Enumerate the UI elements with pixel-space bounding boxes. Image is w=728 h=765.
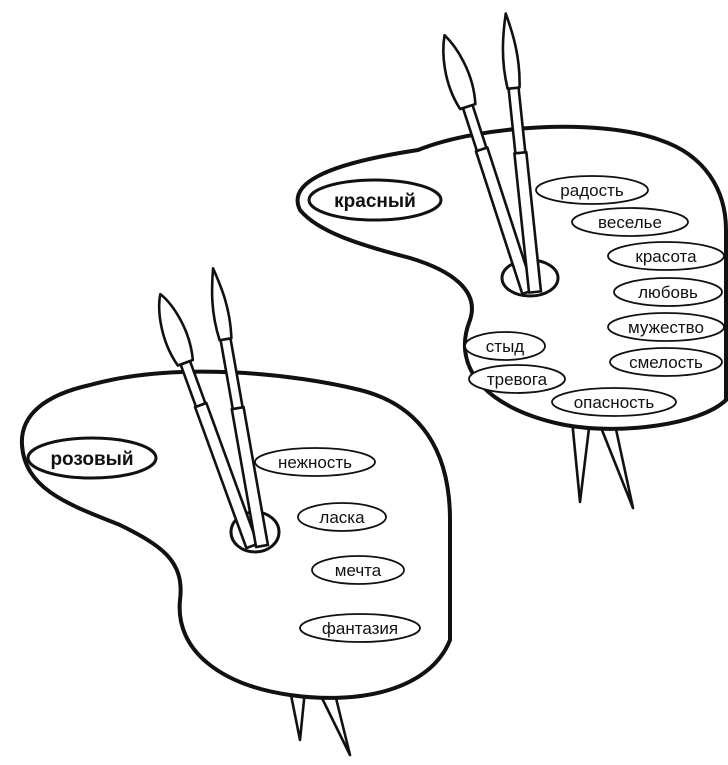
word-label: нежность	[278, 453, 352, 472]
word-label: тревога	[487, 370, 548, 389]
word-tag: мужество	[608, 313, 724, 341]
pink-palette-title: розовый	[50, 449, 133, 470]
word-label: ласка	[319, 508, 365, 527]
word-label: красота	[635, 247, 697, 266]
word-label: любовь	[638, 283, 698, 302]
word-label: опасность	[574, 393, 655, 412]
word-tag: радость	[536, 176, 648, 204]
word-tag: нежность	[255, 448, 375, 476]
word-tag: смелость	[610, 348, 722, 376]
word-tag: красота	[608, 242, 724, 270]
word-tag: мечта	[312, 556, 404, 584]
word-tag: стыд	[465, 332, 545, 360]
word-label: мужество	[628, 318, 704, 337]
word-tag: опасность	[552, 388, 676, 416]
red-palette-title: красный	[334, 191, 416, 212]
word-label: смелость	[629, 353, 703, 372]
word-tag: фантазия	[300, 614, 420, 642]
pink-palette-title-badge: розовый	[28, 438, 156, 478]
pink-palette: розовый нежность ласка мечта фантазия	[22, 267, 450, 755]
word-label: мечта	[335, 561, 382, 580]
word-tag: ласка	[298, 503, 386, 531]
red-palette-leg-left	[572, 420, 590, 502]
red-palette-title-badge: красный	[309, 180, 441, 220]
word-label: фантазия	[322, 619, 398, 638]
word-label: стыд	[486, 337, 525, 356]
word-label: радость	[560, 181, 624, 200]
word-tag: любовь	[614, 278, 722, 306]
word-tag: тревога	[469, 365, 565, 393]
word-tag: веселье	[572, 208, 688, 236]
word-label: веселье	[598, 213, 662, 232]
red-palette-leg-right	[598, 420, 633, 508]
